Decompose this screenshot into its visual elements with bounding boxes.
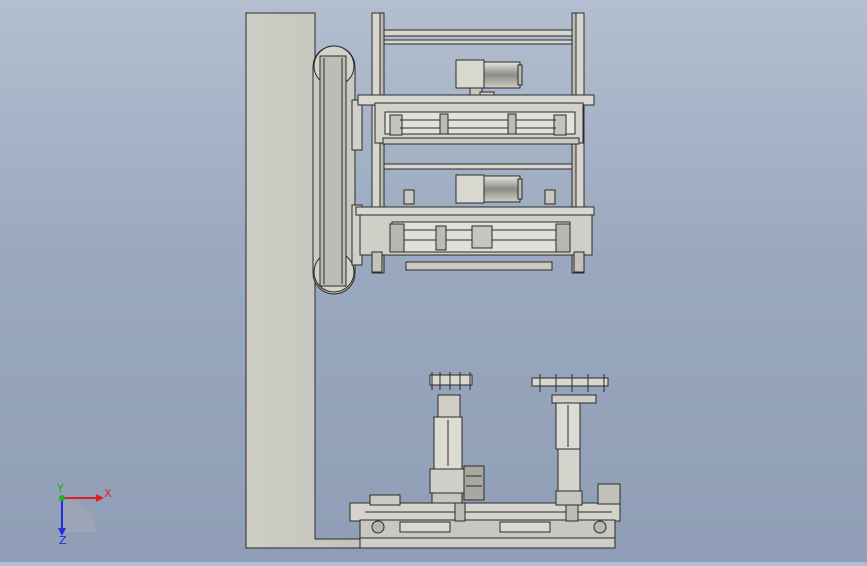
upper-gripper-bar — [357, 94, 595, 145]
y-axis-label: Y — [56, 482, 64, 495]
z-arrowhead-icon — [58, 528, 66, 536]
lower-motor — [403, 174, 556, 205]
belt-pulley-assembly — [312, 45, 363, 295]
left-workstation — [429, 372, 485, 522]
right-workstation — [531, 374, 621, 522]
x-arrowhead-icon — [96, 494, 104, 502]
y-axis-dot — [59, 495, 65, 501]
coordinate-triad[interactable]: X Y Z — [56, 482, 112, 547]
lower-gripper-platform — [355, 206, 595, 273]
x-axis-label: X — [104, 487, 112, 500]
z-axis-label: Z — [59, 534, 67, 547]
